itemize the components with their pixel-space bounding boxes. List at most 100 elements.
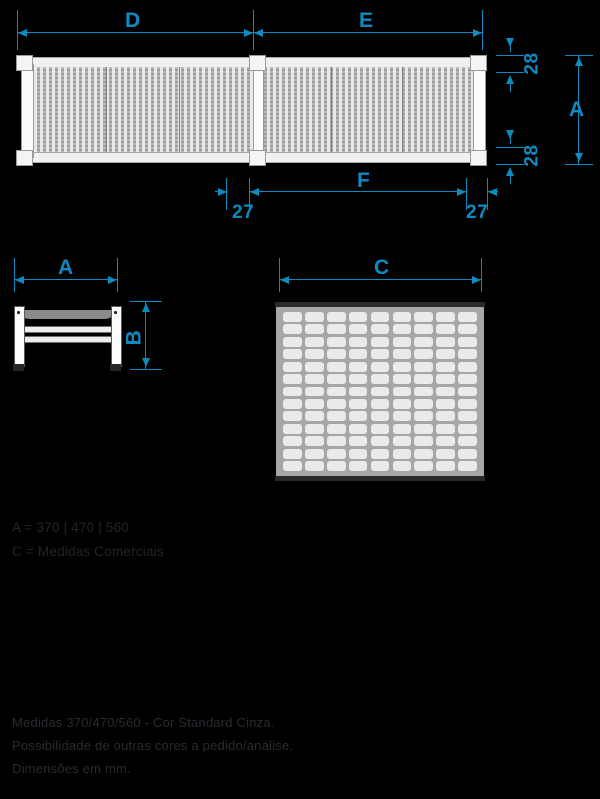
ext-line-27-right-inner xyxy=(466,178,468,210)
grille-post-center xyxy=(253,64,264,158)
tray-perforation xyxy=(283,324,302,335)
dim-arrow-a-front-down xyxy=(574,153,583,162)
dim-line-e xyxy=(253,32,482,34)
tray-perforation xyxy=(348,374,368,384)
dim-line-c xyxy=(279,279,481,281)
tray-perforation xyxy=(283,336,302,347)
dim-arrow-a-side-left xyxy=(15,275,24,284)
dim-label-b: B xyxy=(122,329,146,346)
tray-perforation xyxy=(283,423,302,434)
tray-perforation xyxy=(304,461,324,471)
tray-perforation xyxy=(436,361,456,372)
tray-perforation xyxy=(392,411,412,422)
ext-line-28-top-b xyxy=(496,72,524,74)
bench-rail-upper xyxy=(19,326,115,333)
tray-perforation xyxy=(370,386,390,397)
tray-perforation xyxy=(458,361,477,372)
tray-perforation xyxy=(348,312,368,322)
tray-perforation xyxy=(326,336,346,347)
grille-post-left xyxy=(21,64,34,158)
dim-arrow-d-right xyxy=(244,28,253,37)
tray-perforation xyxy=(370,324,390,335)
tray-perforation xyxy=(304,423,324,434)
tray-perforation xyxy=(370,411,390,422)
tray-perforation xyxy=(458,461,477,471)
ext-line-28-bottom-b xyxy=(496,164,524,166)
tray-perforation xyxy=(370,336,390,347)
ext-line-d-left xyxy=(17,10,19,50)
tray-perforation xyxy=(348,386,368,397)
ext-line-b-bottom xyxy=(130,369,162,371)
tray-perforation xyxy=(348,423,368,434)
tray-perforation xyxy=(370,436,390,447)
ext-line-28-top-a xyxy=(496,55,524,57)
tray-perforation xyxy=(414,312,434,322)
tray-perforation xyxy=(283,436,302,447)
tray-perforation xyxy=(348,324,368,335)
tray-perforation xyxy=(283,349,302,360)
tray-perforation xyxy=(414,374,434,384)
tray-perforation xyxy=(326,461,346,471)
ext-line-c-left xyxy=(279,258,281,292)
bench-foot-right xyxy=(110,364,121,371)
tray-perforation xyxy=(436,399,456,409)
tray-perforation xyxy=(458,312,477,322)
ext-line-27-right-outer xyxy=(487,178,489,210)
tray-perforation xyxy=(414,461,434,471)
ext-line-a-side-left xyxy=(14,258,16,292)
tray-perforation xyxy=(348,411,368,422)
dim-label-c: C xyxy=(374,256,390,279)
tray-perforation xyxy=(370,448,390,459)
legend-block: A = 370 | 470 | 560 C = Medidas Comercia… xyxy=(12,516,164,564)
tray-perforation xyxy=(392,386,412,397)
tray-perforation xyxy=(283,374,302,384)
tray-perforation xyxy=(326,436,346,447)
tray-perforation xyxy=(348,349,368,360)
dim-arrow-27-left xyxy=(218,187,227,196)
footnote-block: Medidas 370/470/560 - Cor Standard Cinza… xyxy=(12,711,293,780)
dim-arrow-f-left xyxy=(250,187,259,196)
dim-label-28-top: 28 xyxy=(521,52,543,75)
legend-line-c: C = Medidas Comerciais xyxy=(12,544,164,559)
dim-line-a-front xyxy=(578,55,580,164)
tray-perforation xyxy=(348,461,368,471)
tray-perforation xyxy=(436,336,456,347)
tray-perforation xyxy=(392,374,412,384)
dim-arrow-a-front-up xyxy=(574,57,583,66)
bench-rail-lower xyxy=(19,336,115,343)
tray-pill-grid xyxy=(276,307,484,476)
tray-perforation xyxy=(326,448,346,459)
tray-perforation xyxy=(370,361,390,372)
bench-leg-right xyxy=(111,306,122,367)
dim-arrow-c-left xyxy=(280,275,289,284)
dim-arrow-d-left xyxy=(18,28,27,37)
tray-perforation xyxy=(370,399,390,409)
grille-cap-top-right xyxy=(470,55,487,71)
tray-perforation xyxy=(326,324,346,335)
tray-perforation xyxy=(326,361,346,372)
tray-perforation xyxy=(436,312,456,322)
dim-tick-28-bottom-up xyxy=(509,170,511,184)
tray-perforation xyxy=(436,423,456,434)
tray-perforation xyxy=(458,386,477,397)
dim-line-d xyxy=(17,32,253,34)
tray-edge-top xyxy=(275,302,485,307)
dim-arrow-e-right xyxy=(473,28,482,37)
tray-perforation xyxy=(304,324,324,335)
dim-arrow-27-right xyxy=(488,187,497,196)
tray-perforation xyxy=(326,374,346,384)
grille-cap-bottom-left xyxy=(16,150,33,166)
dim-label-d: D xyxy=(125,9,141,32)
tray-perforation xyxy=(458,411,477,422)
bench-screw-left xyxy=(17,311,20,314)
footnote-line-2: Possibilidade de outras cores a pedido/a… xyxy=(12,738,294,753)
tray-perforation xyxy=(392,361,412,372)
tray-perforation xyxy=(392,312,412,322)
tray-perforation xyxy=(436,461,456,471)
dim-tick-28-bottom-down xyxy=(509,130,511,144)
tray-perforation xyxy=(414,399,434,409)
tray-perforation xyxy=(348,361,368,372)
tray-body xyxy=(276,307,484,476)
dim-label-f: F xyxy=(357,169,371,192)
